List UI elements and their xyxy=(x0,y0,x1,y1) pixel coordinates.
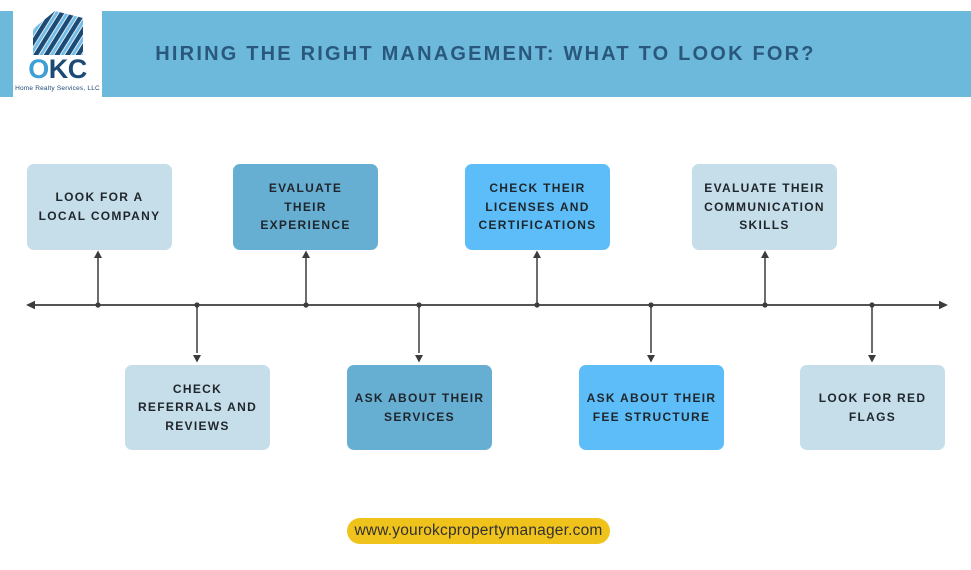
axis-arrow-left-icon xyxy=(26,300,35,310)
box-label: EVALUATE THEIR EXPERIENCE xyxy=(260,181,351,233)
box-label: EVALUATE THEIR COMMUNICATION SKILLS xyxy=(704,181,825,233)
top-box-evaluate-communication-skills: EVALUATE THEIR COMMUNICATION SKILLS xyxy=(692,164,837,250)
arrow-down-icon xyxy=(647,355,655,363)
logo-text: OKC xyxy=(28,56,87,83)
box-label: CHECK THEIR LICENSES AND CERTIFICATIONS xyxy=(478,181,597,233)
box-label: CHECK REFERRALS AND REVIEWS xyxy=(137,381,258,433)
timeline-node xyxy=(416,302,422,308)
connector-bottom-3 xyxy=(647,302,655,363)
bottom-box-ask-about-fee-structure: ASK ABOUT THEIR FEE STRUCTURE xyxy=(579,365,724,450)
bottom-box-ask-about-their-services: ASK ABOUT THEIR SERVICES xyxy=(347,365,492,450)
arrow-down-icon xyxy=(193,355,201,363)
top-box-check-licenses-and-certifications: CHECK THEIR LICENSES AND CERTIFICATIONS xyxy=(465,164,610,250)
connector-top-2 xyxy=(302,250,310,308)
bottom-box-check-referrals-and-reviews: CHECK REFERRALS AND REVIEWS xyxy=(125,365,270,450)
arrow-down-icon xyxy=(868,355,876,363)
timeline-node xyxy=(194,302,200,308)
timeline-node xyxy=(95,302,101,308)
box-label: LOOK FOR RED FLAGS xyxy=(818,390,927,424)
timeline-node xyxy=(762,302,768,308)
website-pill: www.yourokcpropertymanager.com xyxy=(347,518,610,544)
bottom-box-look-for-red-flags: LOOK FOR RED FLAGS xyxy=(800,365,945,450)
logo-tagline: Home Realty Services, LLC xyxy=(15,85,100,92)
arrow-up-icon xyxy=(533,250,541,258)
timeline-node xyxy=(534,302,540,308)
page-title: HIRING THE RIGHT MANAGEMENT: WHAT TO LOO… xyxy=(155,42,816,65)
timeline-node xyxy=(648,302,654,308)
connector-bottom-4 xyxy=(868,302,876,363)
logo-letters-kc: KC xyxy=(48,54,88,84)
timeline-node xyxy=(303,302,309,308)
connector-top-3 xyxy=(533,250,541,308)
top-box-evaluate-their-experience: EVALUATE THEIR EXPERIENCE xyxy=(233,164,378,250)
arrow-up-icon xyxy=(302,250,310,258)
connector-top-4 xyxy=(761,250,769,308)
house-logo-icon xyxy=(30,9,86,55)
timeline-node xyxy=(869,302,875,308)
axis-arrow-right-icon xyxy=(939,300,948,310)
arrow-down-icon xyxy=(415,355,423,363)
connector-bottom-2 xyxy=(415,302,423,363)
box-label: ASK ABOUT THEIR FEE STRUCTURE xyxy=(586,390,717,424)
connector-bottom-1 xyxy=(193,302,201,363)
connector-top-1 xyxy=(94,250,102,308)
box-label: LOOK FOR A LOCAL COMPANY xyxy=(38,190,161,223)
logo-letter-o: O xyxy=(28,54,49,84)
header-banner: HIRING THE RIGHT MANAGEMENT: WHAT TO LOO… xyxy=(0,11,971,97)
arrow-up-icon xyxy=(94,250,102,258)
top-box-look-for-a-local-company: LOOK FOR A LOCAL COMPANY xyxy=(27,164,172,250)
box-label: ASK ABOUT THEIR SERVICES xyxy=(354,390,485,424)
company-logo: OKC Home Realty Services, LLC xyxy=(13,0,102,103)
arrow-up-icon xyxy=(761,250,769,258)
